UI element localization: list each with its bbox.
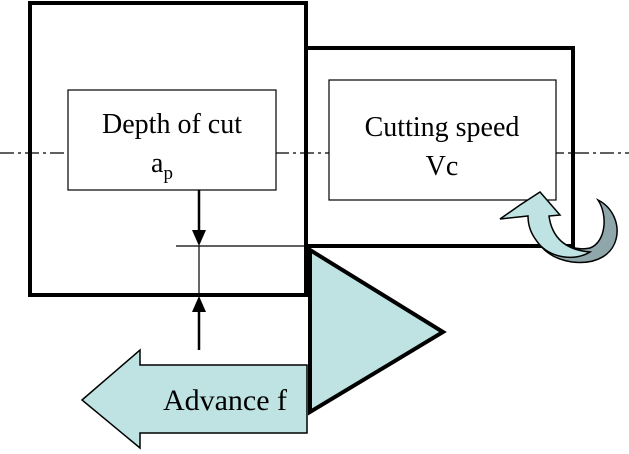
advance-label: Advance f — [163, 384, 287, 417]
cutting-speed-box — [328, 79, 557, 201]
cutting-speed-title: Cutting speed — [365, 112, 520, 143]
depth-symbol-main: a — [151, 148, 164, 179]
depth-symbol-subscript: p — [163, 163, 173, 184]
depth-of-cut-title: Depth of cut — [102, 109, 242, 140]
rotation-arrow-front — [499, 191, 593, 259]
cutting-tool — [308, 246, 447, 416]
depth-arrow-down-head — [192, 230, 206, 246]
depth-of-cut-symbol: ap — [151, 148, 173, 184]
advance-arrow — [80, 348, 308, 450]
depth-of-cut-box — [67, 89, 277, 191]
cutting-speed-symbol: Vc — [426, 151, 459, 182]
depth-arrow-up-head — [192, 296, 206, 312]
